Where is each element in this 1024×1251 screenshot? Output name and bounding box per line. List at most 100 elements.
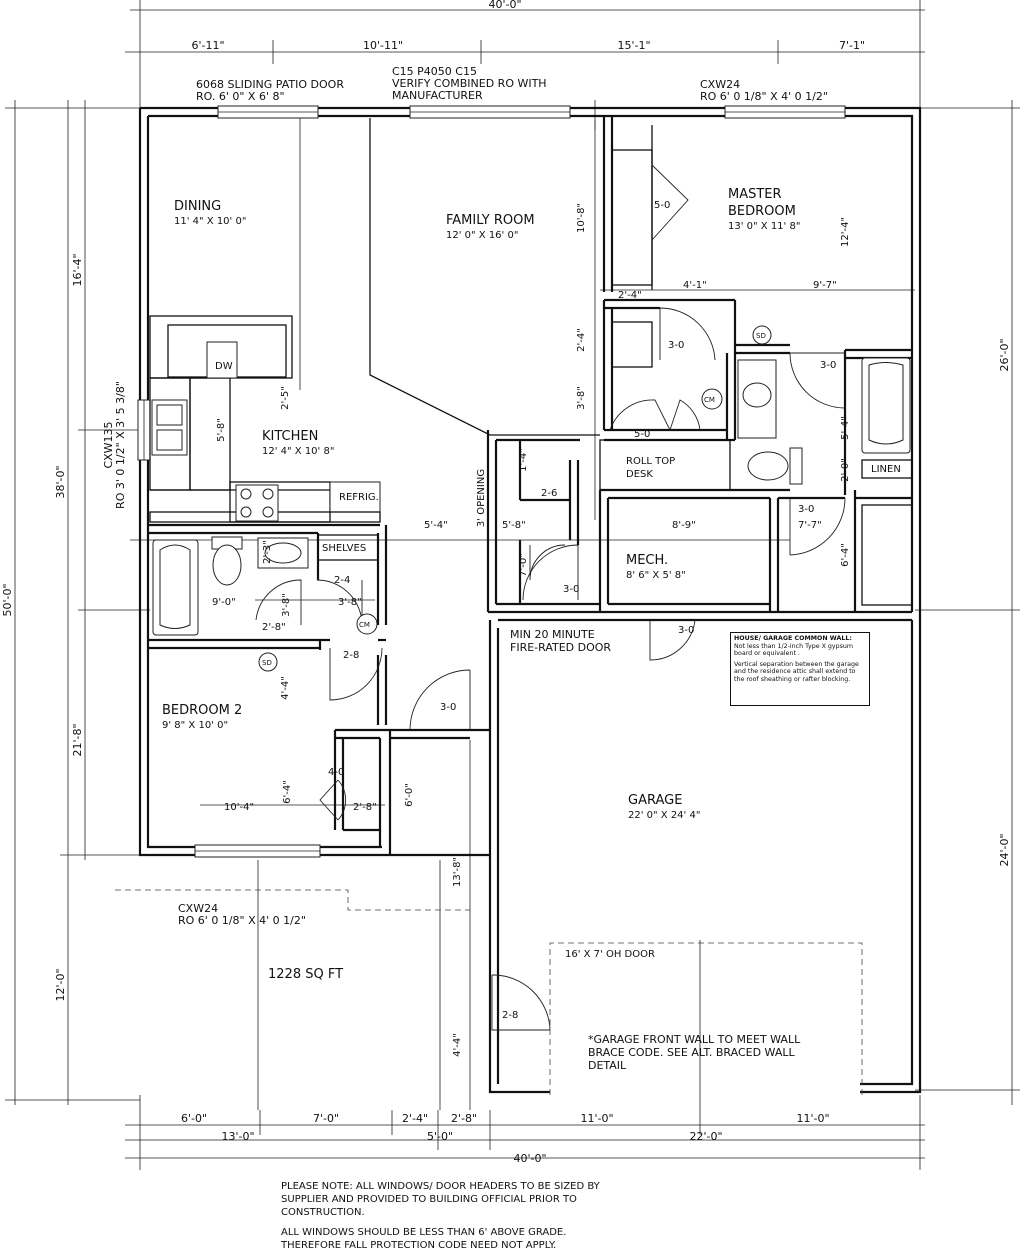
kitchen-size: 12' 4" X 10' 8" (262, 446, 334, 457)
dim-4-4b: 4'-4" (452, 1033, 463, 1057)
bottom-dim-4: 2'-8" (451, 1112, 477, 1125)
patio-door-ro: RO. 6' 0" X 6' 8" (196, 90, 285, 103)
master-label-2: BEDROOM (728, 204, 796, 219)
patio-door-note: 6068 SLIDING PATIO DOOR (196, 78, 344, 91)
dim-3-0c: 3-0 (798, 504, 814, 515)
dim-13-8: 13'-8" (452, 857, 463, 887)
mech-label: MECH. (626, 553, 668, 568)
bottom-dim-9: 22'-0" (689, 1130, 722, 1143)
dim-5-4k: 5'-4" (424, 520, 448, 531)
dim-3-8b: 3'-8" (281, 593, 292, 617)
dim-4-1: 4'-1" (683, 280, 707, 291)
bottom-dim-5: 11'-0" (580, 1112, 613, 1125)
headers-note: PLEASE NOTE: ALL WINDOWS/ DOOR HEADERS T… (281, 1180, 600, 1219)
c15-manufacturer: MANUFACTURER (392, 89, 483, 102)
dishwasher-label: DW (215, 361, 233, 372)
bottom-dim-7: 13'-0" (221, 1130, 254, 1143)
garage-note: *GARAGE FRONT WALL TO MEET WALL BRACE CO… (588, 1033, 801, 1072)
mech-size: 8' 6" X 5' 8" (626, 570, 686, 581)
overall-width-bottom: 40'-0" (513, 1152, 546, 1165)
dim-2-0: 2'-0" (840, 458, 851, 482)
common-wall-title: HOUSE/ GARAGE COMMON WALL: (734, 635, 852, 642)
cxw24-bottom: CXW24 (178, 902, 218, 915)
cxw24-top: CXW24 (700, 78, 740, 91)
dim-3-0d: 3-0 (563, 584, 579, 595)
fixtures (151, 325, 911, 672)
dim-3-8: 3'-8" (576, 386, 587, 410)
dining-label: DINING (174, 199, 221, 214)
dim-2-8b: 2-8 (343, 650, 359, 661)
cxw24-top-ro: RO 6' 0 1/8" X 4' 0 1/2" (700, 90, 828, 103)
cxw24-bottom-ro: RO 6' 0 1/8" X 4' 0 1/2" (178, 914, 306, 927)
square-footage: 1228 SQ FT (268, 967, 343, 982)
note-1-line-2: SUPPLIER AND PROVIDED TO BUILDING OFFICI… (281, 1194, 577, 1205)
dim-5-4: 5'-4" (840, 416, 851, 440)
dim-2-8: 2'-8" (262, 622, 286, 633)
depth-left-lower: 12'-0" (54, 968, 67, 1001)
common-wall-line1: Not less than 1/2-inch Type X gypsum boa… (734, 642, 854, 658)
top-dim-2: 10'-11" (363, 39, 403, 52)
cm-label-1: CM (704, 396, 715, 404)
sd-label-1: SD (756, 332, 766, 340)
dashed-lines (115, 889, 863, 1095)
left-dim-1: 16'-4" (71, 253, 84, 286)
note-2-line-2: THEREFORE FALL PROTECTION CODE NEED NOT … (281, 1240, 557, 1251)
garage-note-1: *GARAGE FRONT WALL TO MEET WALL (588, 1033, 801, 1046)
dim-closet-master: 5-0 (654, 200, 670, 211)
overall-width-top: 40'-0" (488, 0, 521, 11)
room-labels: DINING 11' 4" X 10' 0" FAMILY ROOM 12' 0… (162, 187, 800, 821)
overall-depth-left: 50'-0" (1, 583, 14, 616)
exterior-walls (138, 106, 922, 1094)
dim-7-7: 7'-7" (798, 520, 822, 531)
shelves-label: SHELVES (322, 543, 366, 554)
master-size: 13' 0" X 11' 8" (728, 221, 800, 232)
dim-6-0: 6'-0" (404, 783, 415, 807)
dim-3-8c: 3'-8" (338, 597, 362, 608)
top-dim-1: 6'-11" (191, 39, 224, 52)
bottom-dim-2: 7'-0" (313, 1112, 339, 1125)
dimension-text: 40'-0" 6'-11" 10'-11" 15'-1" 7'-1" 50'-0… (1, 0, 1011, 1165)
dim-2-5: 2'-5" (280, 386, 291, 410)
dim-2-8d: 2-8 (502, 1010, 518, 1021)
dim-5-8m: 5'-8" (502, 520, 526, 531)
dim-4-0: 4-0 (328, 767, 344, 778)
c15-note: C15 P4050 C15 (392, 65, 477, 78)
top-dim-3: 15'-1" (617, 39, 650, 52)
bedroom2-label: BEDROOM 2 (162, 703, 242, 718)
bedroom2-size: 9' 8" X 10' 0" (162, 720, 228, 731)
dim-3-0f: 3-0 (440, 702, 456, 713)
right-upper-dim: 26'-0" (998, 338, 1011, 371)
dim-3-0b: 3-0 (820, 360, 836, 371)
kitchen-label: KITCHEN (262, 429, 318, 444)
dim-5-0: 5-0 (634, 429, 650, 440)
bottom-dim-3: 2'-4" (402, 1112, 428, 1125)
dim-12-4: 12'-4" (840, 217, 851, 247)
note-2-line-1: ALL WINDOWS SHOULD BE LESS THAN 6' ABOVE… (281, 1227, 567, 1238)
master-label: MASTER (728, 187, 782, 202)
note-1-line-1: PLEASE NOTE: ALL WINDOWS/ DOOR HEADERS T… (281, 1181, 600, 1192)
garage-label: GARAGE (628, 793, 682, 808)
windows-note: ALL WINDOWS SHOULD BE LESS THAN 6' ABOVE… (281, 1226, 566, 1251)
dim-7-0: 7'-0" (518, 553, 529, 577)
dim-8-9: 8'-9" (672, 520, 696, 531)
dim-10-4: 10'-4" (224, 802, 254, 813)
c15-verify: VERIFY COMBINED RO WITH (392, 77, 547, 90)
refrig-label: REFRIG. (339, 492, 379, 503)
dim-6-4: 6'-4" (840, 543, 851, 567)
top-dim-4: 7'-1" (839, 39, 865, 52)
note-1-line-3: CONSTRUCTION. (281, 1207, 365, 1218)
dim-2-3: 2'-3" (262, 540, 273, 564)
dim-2-6: 2-6 (541, 488, 557, 499)
left-dim-2: 21'-8" (71, 723, 84, 756)
linen-label: LINEN (871, 464, 901, 475)
bottom-dim-8: 5'-0" (427, 1130, 453, 1143)
dim-3-0e: 3-0 (678, 625, 694, 636)
bottom-dim-6: 11'-0" (796, 1112, 829, 1125)
roll-top-label: ROLL TOP (626, 456, 675, 467)
family-room-label: FAMILY ROOM (446, 213, 535, 228)
desk-label: DESK (626, 469, 653, 480)
dim-9-0: 9'-0" (212, 597, 236, 608)
overhead-door-label: 16' X 7' OH DOOR (565, 949, 655, 960)
